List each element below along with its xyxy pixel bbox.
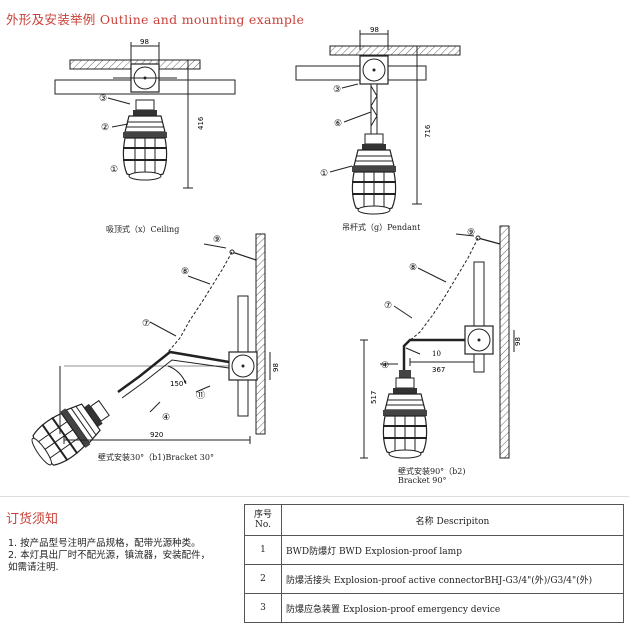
- header-number: 序号 No.: [244, 504, 282, 536]
- bracket90-caption-line2: Bracket 90°: [398, 476, 447, 485]
- row-number: 1: [244, 535, 282, 565]
- bracket90-callout-9: ⑨: [467, 228, 475, 238]
- bracket90-callout-4: ④: [381, 361, 389, 371]
- bracket90-dim-side: 98: [514, 337, 522, 346]
- page-title: 外形及安装举例 Outline and mounting example: [6, 12, 305, 27]
- pendant-callout-3: ③: [333, 85, 341, 95]
- ceiling-dim-height: 416: [197, 116, 205, 130]
- row-number: 2: [244, 564, 282, 594]
- bracket90-caption-line1: 壁式安装90°（b2): [398, 467, 466, 476]
- header-number-cn: 序号: [253, 510, 272, 520]
- ceiling-dim-width: 98: [140, 38, 149, 46]
- order-notes-title: 订货须知: [6, 512, 59, 527]
- bracket30-callout-7: ⑦: [142, 319, 150, 329]
- bracket90-callout-8: ⑧: [409, 263, 417, 273]
- parts-table: 序号 No. 名称 Descripiton 1 BWD防爆灯 BWD Explo…: [244, 504, 624, 623]
- table-row: 1 BWD防爆灯 BWD Explosion-proof lamp: [244, 535, 624, 565]
- bracket30-callout-11: ⑪: [196, 390, 205, 401]
- bracket30-callout-8: ⑧: [181, 267, 189, 277]
- bracket90-callout-7: ⑦: [384, 301, 392, 311]
- ceiling-caption: 吸顶式（x）Ceiling: [106, 225, 180, 234]
- mounting-drawings: 98 416 ③ ② ① 98 716 ③ ⑥ ①: [24, 26, 522, 473]
- pendant-drawing: [295, 30, 461, 215]
- bracket90-drawing: [360, 225, 515, 459]
- bracket30-caption: 壁式安装30°（b1)Bracket 30°: [98, 453, 214, 462]
- pendant-callout-1: ①: [320, 169, 328, 179]
- order-note-1: 1. 按产品型号注明产品规格，配带光源种类。: [8, 538, 201, 549]
- header-number-en: No.: [255, 520, 271, 530]
- pendant-callout-6: ⑥: [334, 119, 342, 129]
- pendant-dim-height: 716: [424, 124, 432, 138]
- header-description: 名称 Descripiton: [281, 504, 624, 536]
- bracket90-dim-span: 367: [432, 366, 445, 374]
- table-row: 2 防爆活接头 Explosion-proof active connector…: [244, 564, 624, 594]
- ceiling-callout-3: ③: [99, 94, 107, 104]
- bracket30-angle: 150°: [170, 380, 187, 388]
- ceiling-drawing: [54, 42, 236, 189]
- bracket30-callout-4: ④: [162, 413, 170, 423]
- order-note-2: 2. 本灯具出厂时不配光源，镇流器，安装配件，: [8, 550, 211, 561]
- parts-table-header: 序号 No. 名称 Descripiton: [244, 504, 624, 536]
- section-divider: [0, 496, 629, 497]
- row-description: 防爆活接头 Explosion-proof active connectorBH…: [281, 564, 624, 594]
- order-notes: 1. 按产品型号注明产品规格，配带光源种类。 2. 本灯具出厂时不配光源，镇流器…: [8, 538, 210, 574]
- order-note-3: 如需请注明.: [8, 562, 59, 573]
- bracket90-dim-height: 517: [370, 391, 378, 404]
- bracket30-drawing: [24, 233, 271, 473]
- bracket30-callout-9: ⑨: [213, 235, 221, 245]
- bracket30-dim-span: 920: [150, 431, 163, 439]
- row-description: BWD防爆灯 BWD Explosion-proof lamp: [281, 535, 624, 565]
- pendant-caption: 吊杆式（g）Pendant: [342, 223, 421, 232]
- bracket30-dim-side: 98: [272, 363, 280, 372]
- pendant-dim-width: 98: [370, 26, 379, 34]
- ceiling-callout-2: ②: [101, 123, 109, 133]
- bracket90-callout-10: 10: [432, 350, 441, 358]
- ceiling-callout-1: ①: [110, 165, 118, 175]
